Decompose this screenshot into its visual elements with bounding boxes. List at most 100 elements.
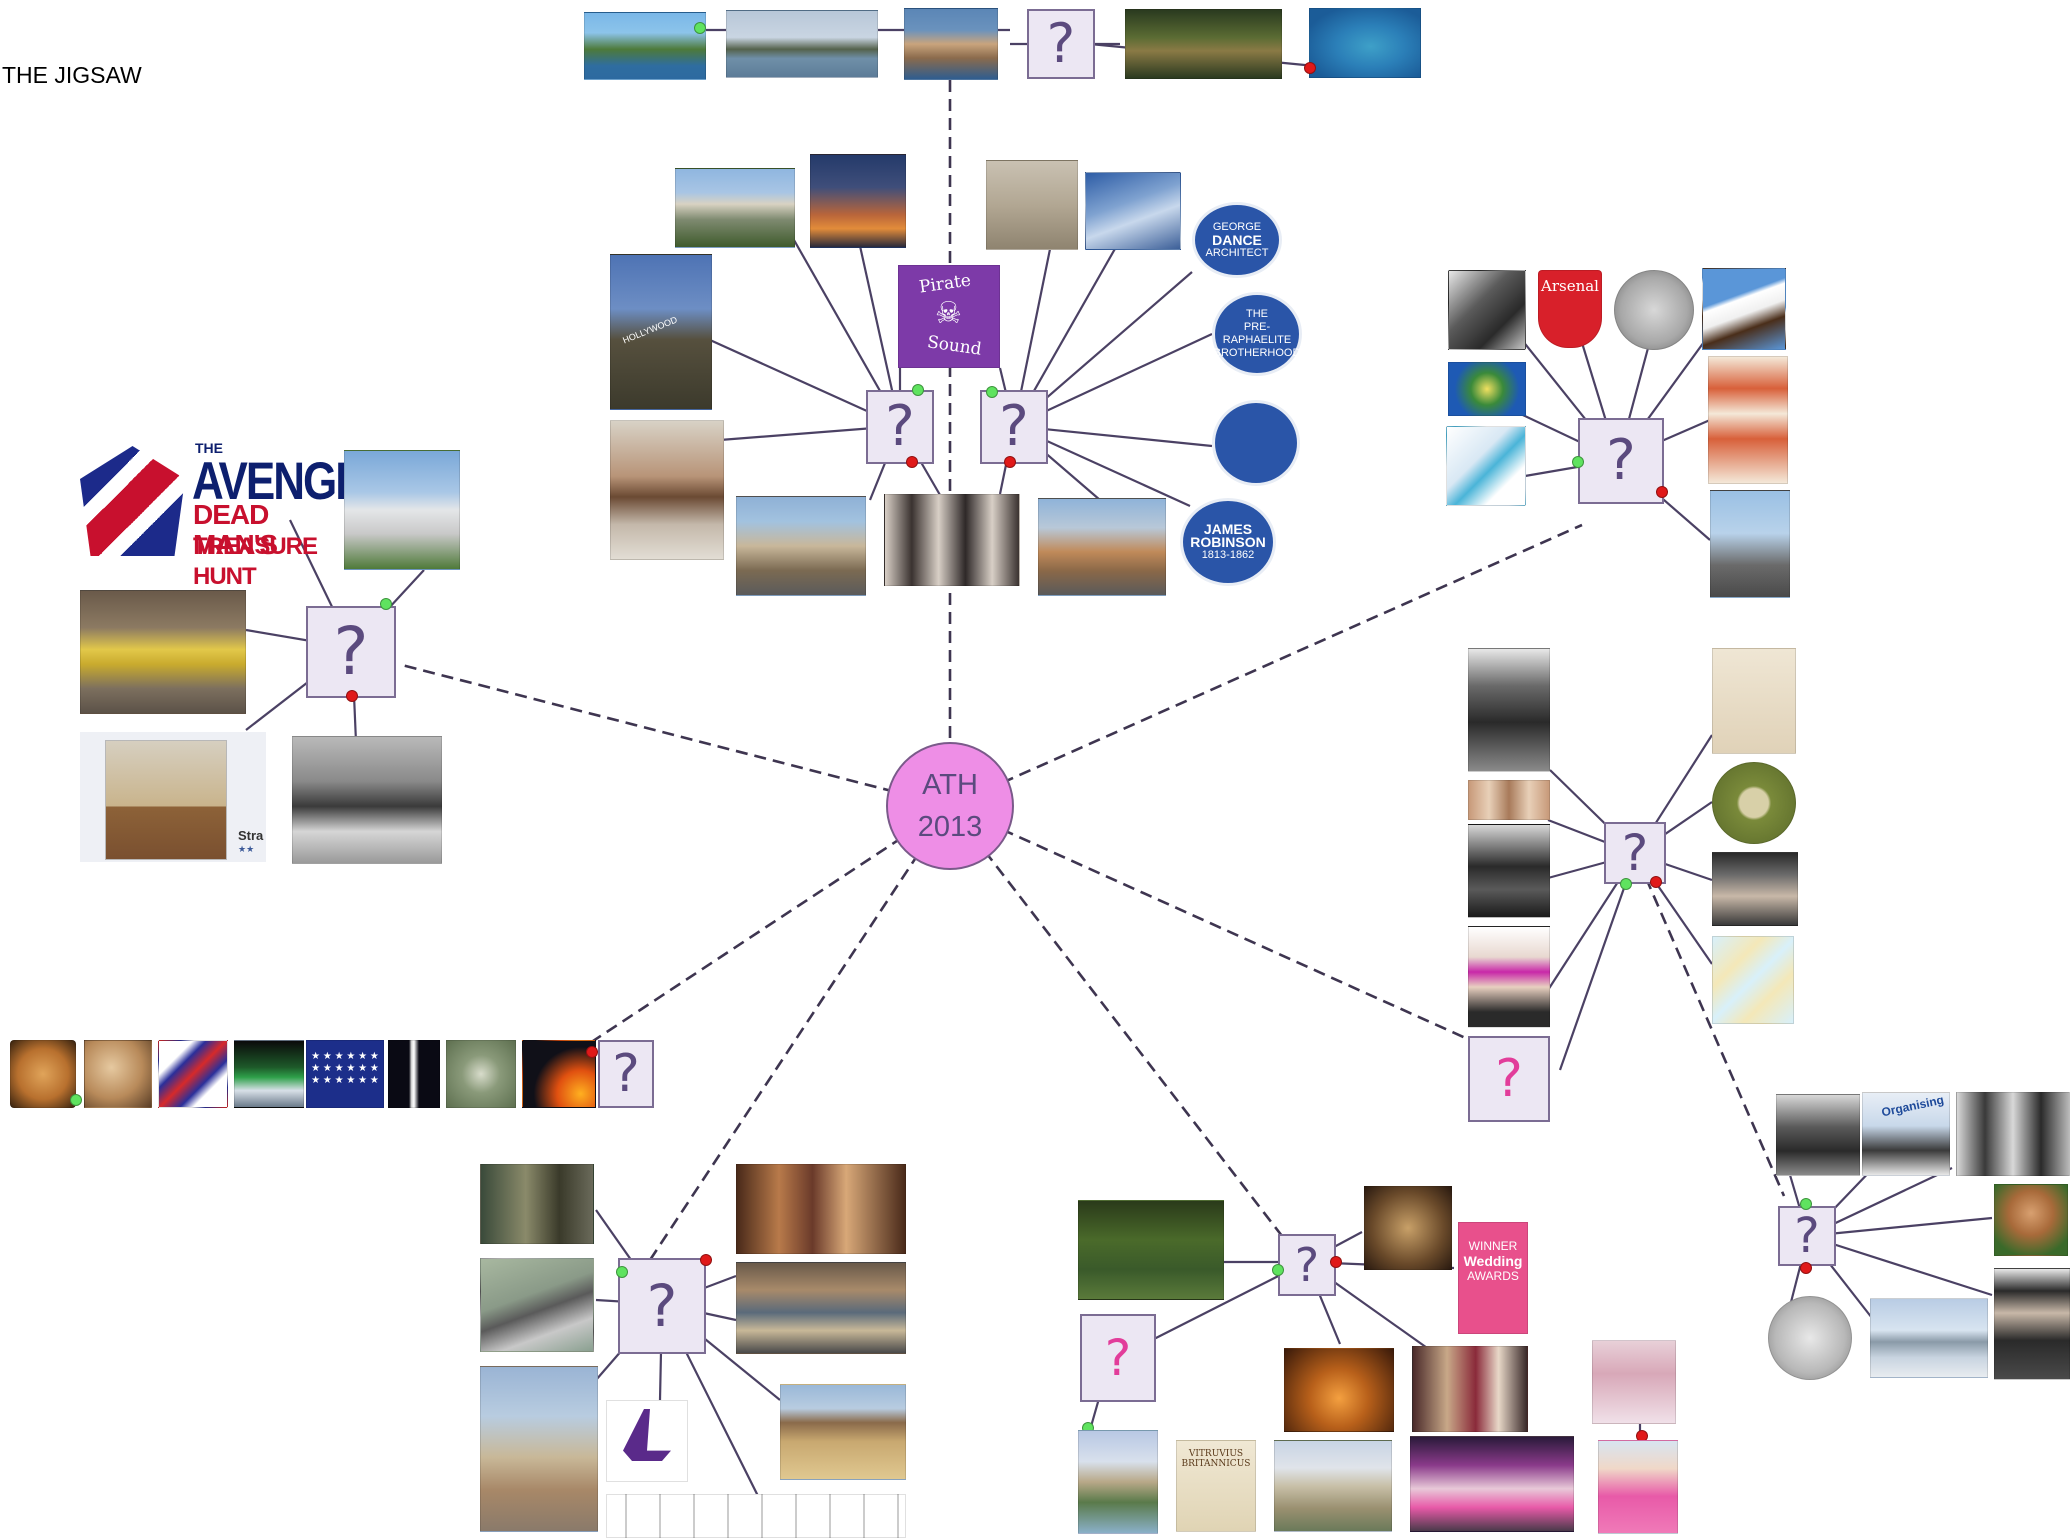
museum-artifact-photo [1712,852,1798,926]
vitruvius-book-line-1: VITRUVIUS [1188,1449,1244,1459]
hollywood-sign-photo: HOLLYWOOD [610,254,712,410]
vitruvius-book-photo: VITRUVIUS BRITANNICUS [1176,1440,1256,1532]
island-photo [726,10,878,78]
page-title: THE JIGSAW [2,62,142,88]
start-connector [70,1094,82,1106]
avengers-treasure-hunt-logo: THE AVENGERS DEAD MAN'S TREASURE HUNT [80,440,422,590]
start-connector [986,386,998,398]
facebook-post-snippet: Stra ★★ [80,732,266,862]
hub-link-left [397,662,951,808]
dollar-coin-photo [1768,1296,1852,1380]
puzzle-piece-cluster-3[interactable]: ? [306,606,396,698]
organising-sign-photo: Organising [1862,1092,1950,1176]
puzzle-piece-cluster-6[interactable]: ? [1778,1206,1836,1266]
wedding-badge-line-3: AWARDS [1467,1269,1519,1283]
palladian-house-photo [1274,1440,1392,1532]
horse-riding-photo [105,740,227,860]
vitruvius-book-line-2: BRITANNICUS [1181,1459,1251,1469]
puzzle-piece-pink-bottom[interactable]: ? [1080,1314,1156,1402]
wedding-badge-line-1: WINNER [1468,1239,1518,1253]
end-connector [346,690,358,702]
puzzle-piece-cluster-8[interactable]: ? [1278,1234,1336,1296]
group-faces-photo [1468,780,1550,820]
jungle-photo [1125,9,1282,79]
greece-map-photo [1712,936,1794,1024]
puzzle-piece-cluster-4[interactable]: ? [1578,418,1664,504]
mars-bar-photo [158,1040,228,1108]
girl-pink-photo [1592,1340,1676,1424]
pink-car-mansion-photo [1410,1436,1574,1532]
puzzle-piece-cluster-5[interactable]: ? [1604,822,1666,884]
puzzle-piece-cluster-1[interactable]: ? [866,390,934,464]
mansion-photo [675,168,795,248]
radio-broadcast-photo [292,736,442,864]
union-jack-lion-icon [80,446,185,556]
churchill-photo [1468,824,1550,918]
pirate-logo-top: Pirate [917,270,973,298]
facebook-snippet-text: Stra [238,828,264,843]
end-connector [1656,486,1668,498]
hub-links [397,80,1786,1261]
band-vintage-photo [1956,1092,2070,1176]
clock-tower-photo [480,1366,598,1532]
street-photo [736,496,866,596]
general-portrait-photo [1994,1268,2070,1380]
vintage-aircraft-photo [80,590,246,714]
end-connector [1004,456,1016,468]
actor-portrait-photo [610,420,724,560]
wedding-awards-badge: WINNER Wedding AWARDS [1458,1222,1528,1334]
organising-sign-text: Organising [1880,1092,1946,1120]
end-connector [1650,876,1662,888]
cuckoo-bird-photo [480,1258,594,1352]
puzzle-piece-top[interactable]: ? [1027,9,1095,79]
ship-emblem-photo [606,1400,688,1482]
ship-emblem-icon [623,1409,671,1461]
hub-link-right-pink [949,804,1471,1042]
viaduct-photo [780,1384,906,1480]
tv-scene-photo [480,1164,594,1244]
mushrooms-photo [1994,1184,2068,1256]
hub-label-line-2: 2013 [917,811,983,843]
hieroglyph-sketches-photo [606,1494,906,1538]
bomber-plane-photo [1870,1298,1988,1378]
hub-link-bottom-left [648,805,952,1261]
puzzle-piece-cluster-2[interactable]: ? [980,390,1048,464]
end-connector [1304,62,1316,74]
start-connector [380,598,392,610]
lady-penelope-photo [1598,1440,1678,1534]
rating-stars-icon: ★★ [238,844,255,854]
solar-system-photo [522,1040,596,1108]
start-connector [1620,878,1632,890]
hotel-night-photo [810,154,906,248]
plaque-sign-photo [1085,172,1181,250]
rocket-launch-photo [388,1040,440,1108]
arsenal-crest-text: Arsenal [1541,277,1599,295]
statue-photo [986,160,1078,250]
hub-link-upper-right [949,523,1583,808]
band-photo [884,494,1020,586]
hub-link-left-row [589,804,951,1045]
venus-photo [10,1040,76,1108]
wedding-badge-line-2: Wedding [1463,1253,1523,1269]
pirate-logo-bottom: Sound [925,332,983,360]
end-connector [1330,1256,1342,1268]
man-sunglasses-photo [1468,926,1550,1028]
antique-phone-photo [1364,1186,1452,1270]
bald-eagle-photo [1702,268,1786,350]
blue-plaque-blank [1212,400,1300,486]
document-photo [1712,648,1796,754]
start-connector [1800,1198,1812,1210]
puzzle-piece-cluster-7[interactable]: ? [618,1258,706,1354]
island-photo [584,12,706,80]
hub-node[interactable]: ATH 2013 [886,742,1014,870]
puzzle-piece-pink-right[interactable]: ? [1468,1036,1550,1122]
aurora-earth-photo [234,1040,304,1108]
puzzle-piece-left-row[interactable]: ? [598,1040,654,1108]
start-connector [1272,1264,1284,1276]
painting-interior-photo [736,1164,906,1254]
rocket-tower-photo [1710,490,1790,598]
vintage-lab-photo [1468,648,1550,772]
end-connector [586,1046,598,1058]
forest-photo [1078,1200,1224,1300]
